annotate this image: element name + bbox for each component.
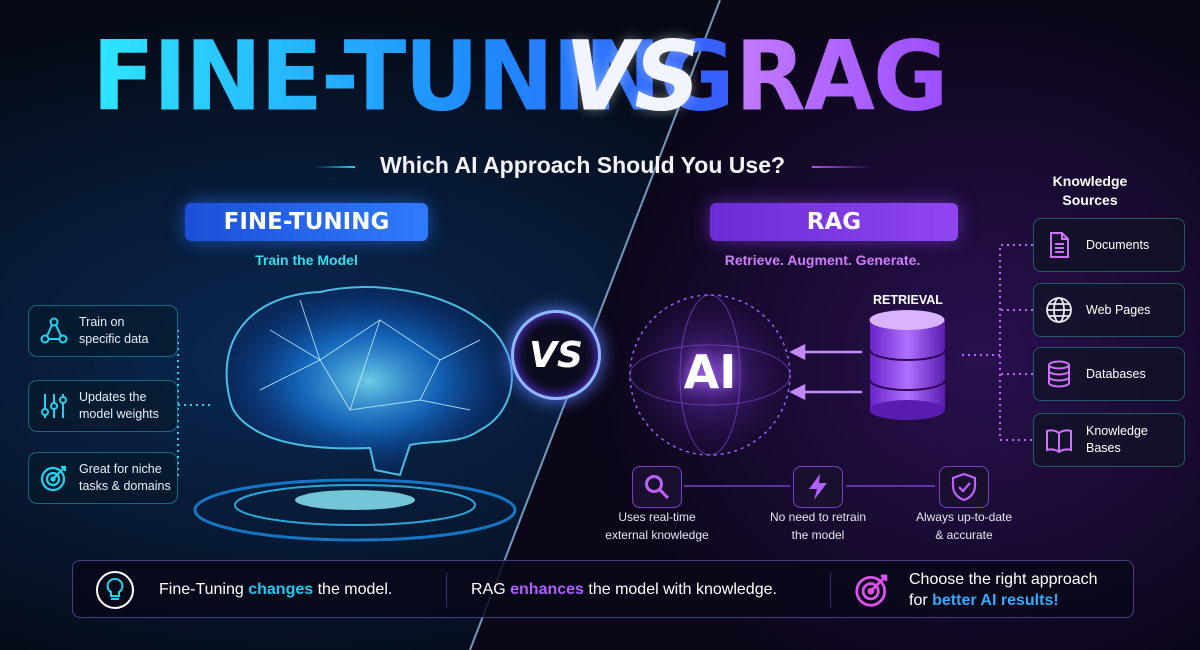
database-icon	[1048, 360, 1070, 388]
title-vs: VS	[565, 20, 700, 133]
ai-label: AI	[683, 345, 737, 399]
vs-circle: VS	[511, 310, 601, 400]
source-label: Knowledge	[1086, 424, 1148, 438]
shield-check-icon	[951, 472, 977, 502]
feature-line: Always up-to-date	[915, 510, 1013, 524]
ai-sphere	[629, 294, 791, 456]
summary-text: the model.	[317, 581, 393, 598]
feature-search	[632, 466, 682, 508]
sources-title-line: Knowledge	[1052, 173, 1128, 189]
card-line: Updates the	[79, 390, 147, 404]
feature-label: Always up-to-date & accurate	[879, 508, 1049, 544]
card-line: Great for niche	[79, 462, 162, 476]
rag-tagline: Retrieve. Augment. Generate.	[724, 252, 921, 268]
feature-lightning	[793, 466, 843, 508]
feature-line: the model	[791, 528, 845, 542]
network-triangle-icon	[40, 317, 68, 344]
source-label: Databases	[1086, 366, 1146, 381]
card-connectors	[177, 330, 210, 477]
rag-badge: RAG	[710, 203, 958, 241]
target-icon	[853, 561, 891, 619]
fine-tuning-badge: FINE-TUNING	[185, 203, 428, 241]
fine-tuning-summary: Fine-Tuning changes the model.	[159, 561, 392, 619]
cta-highlight: better AI results!	[932, 592, 1059, 609]
search-icon	[645, 475, 670, 500]
sliders-icon	[41, 394, 67, 418]
feature-line: & accurate	[935, 528, 993, 542]
book-icon	[1046, 429, 1072, 454]
summary-text: RAG	[471, 581, 506, 598]
lightbulb-icon	[95, 561, 135, 619]
source-label: Web Pages	[1086, 302, 1151, 317]
cta-line: Choose the right approach	[909, 571, 1098, 588]
document-icon	[1050, 232, 1069, 258]
knowledge-sources-title: Knowledge Sources	[1030, 172, 1150, 210]
fine-tuning-card-data: Train on specific data	[28, 305, 178, 357]
sources-title-line: Sources	[1062, 192, 1118, 208]
source-label: Bases	[1086, 441, 1121, 455]
cta-summary: Choose the right approach for better AI …	[909, 561, 1098, 619]
source-web-pages: Web Pages	[1033, 283, 1185, 337]
summary-highlight: changes	[248, 581, 314, 598]
lightning-icon	[809, 474, 827, 500]
card-line: tasks & domains	[79, 479, 171, 493]
fine-tuning-card-weights: Updates the model weights	[28, 380, 178, 432]
source-label: Documents	[1086, 237, 1150, 252]
brain-illustration	[193, 286, 517, 542]
feature-label: No need to retrain the model	[733, 508, 903, 544]
summary-text: Fine-Tuning	[159, 581, 244, 598]
retrieval-arrows	[789, 343, 862, 401]
target-icon	[40, 465, 67, 492]
subtitle-line-right	[812, 166, 872, 168]
summary-text: the model with knowledge.	[588, 581, 777, 598]
globe-icon	[1046, 297, 1072, 323]
subtitle: Which AI Approach Should You Use?	[379, 152, 786, 178]
card-line: specific data	[79, 332, 149, 346]
card-line: Train on	[79, 315, 125, 329]
feature-line: Uses real-time	[618, 510, 696, 524]
feature-line: No need to retrain	[769, 510, 867, 524]
feature-label: Uses real-time external knowledge	[572, 508, 742, 544]
subtitle-line-left	[315, 166, 355, 168]
source-documents: Documents	[1033, 218, 1185, 272]
fine-tuning-tagline: Train the Model	[255, 252, 358, 268]
summary-bar: Fine-Tuning changes the model. RAG enhan…	[72, 560, 1134, 618]
title-rag: RAG	[735, 19, 949, 135]
divider	[830, 573, 831, 607]
source-databases: Databases	[1033, 347, 1185, 401]
divider	[446, 573, 447, 607]
title-fine-tuning: FINE-TUNING	[92, 19, 735, 135]
rag-summary: RAG enhances the model with knowledge.	[471, 561, 777, 619]
feature-shield	[939, 466, 989, 508]
feature-line: external knowledge	[605, 528, 709, 542]
cta-text: for	[909, 592, 933, 609]
card-line: model weights	[79, 407, 159, 421]
fine-tuning-card-niche: Great for niche tasks & domains	[28, 452, 178, 504]
database-cylinder-icon	[869, 310, 946, 420]
summary-highlight: enhances	[510, 581, 584, 598]
retrieval-label: RETRIEVAL	[873, 293, 943, 307]
